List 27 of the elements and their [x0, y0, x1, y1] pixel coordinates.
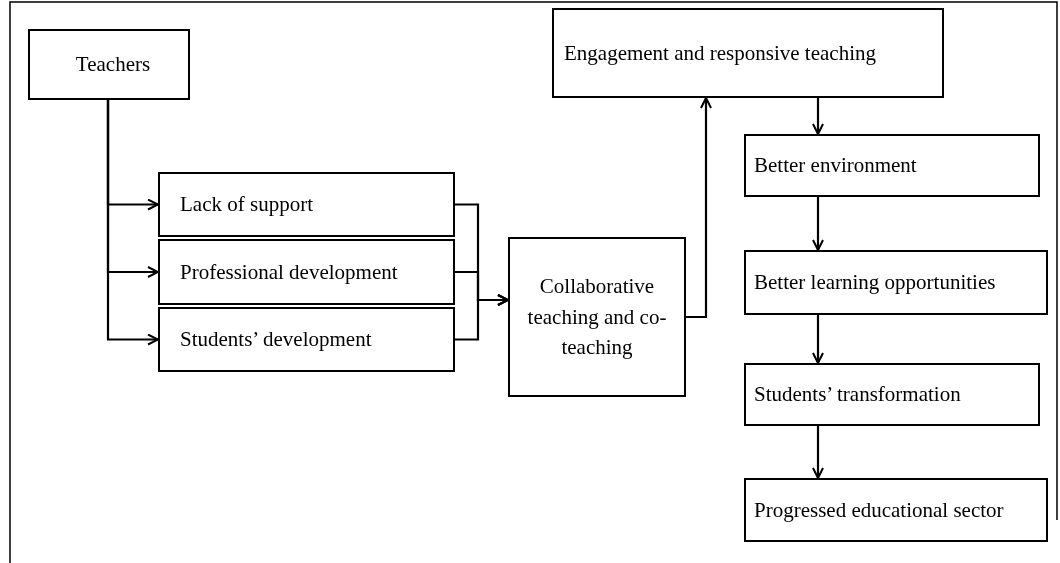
process-box [158, 307, 455, 372]
arrow [812, 315, 824, 364]
process-box [744, 250, 1048, 315]
box-text: Teachers [75, 52, 151, 77]
arrow [812, 197, 824, 251]
arrow [106, 100, 159, 346]
arrow [455, 294, 509, 341]
arrow [812, 98, 824, 135]
process-box [158, 172, 455, 237]
process-box [28, 29, 190, 100]
box-text: Professional development [180, 259, 398, 285]
process-box [744, 363, 1040, 426]
box-text: Better learning opportunities [754, 270, 996, 295]
process-box [508, 237, 686, 397]
box-text: Engagement and responsive teaching [564, 40, 876, 66]
box-text: Progressed educational sector [754, 497, 1004, 523]
process-box [744, 478, 1048, 542]
arrow [812, 426, 824, 479]
box-text: Better environment [754, 153, 917, 178]
process-box [158, 239, 455, 305]
box-text: Students’ transformation [754, 382, 961, 407]
box-text: Collaborative teaching and co-teaching [526, 273, 668, 362]
box-text: Lack of support [180, 192, 313, 217]
process-box [744, 134, 1040, 197]
box-text: Students’ development [180, 327, 372, 352]
arrow [686, 97, 712, 319]
process-box [552, 8, 944, 98]
